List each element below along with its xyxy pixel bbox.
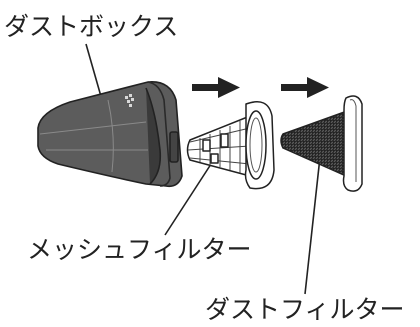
arrow-right-icon-1	[192, 77, 240, 98]
dust-box-illustration	[37, 81, 183, 188]
arrow-right-icon-2	[281, 77, 329, 98]
dust-filter-label: ダストフィルター	[205, 295, 405, 324]
dust-box-label: ダストボックス	[4, 12, 178, 41]
mesh-filter-leader	[164, 160, 214, 236]
mesh-filter-label: メッシュフィルター	[27, 235, 252, 264]
mesh-filter-illustration	[186, 101, 275, 190]
logo-icon	[125, 94, 134, 107]
dust-filter-illustration	[280, 95, 363, 192]
dust-filter-leader	[304, 147, 322, 295]
